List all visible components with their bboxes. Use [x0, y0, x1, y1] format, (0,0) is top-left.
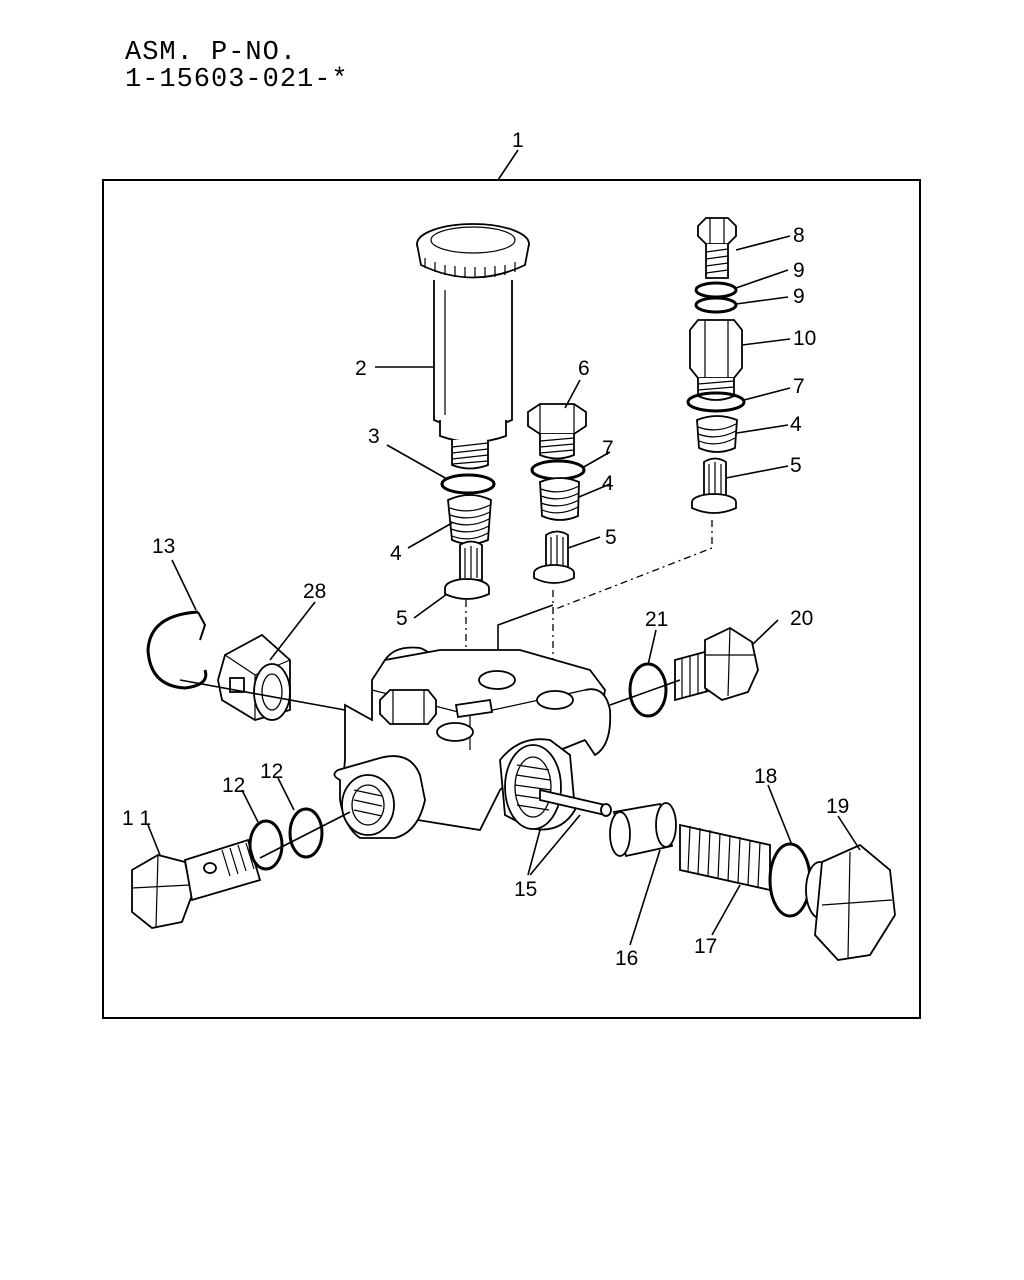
leader-7a	[581, 451, 611, 469]
callout-4-right: 4	[790, 413, 802, 436]
callout-15: 15	[514, 878, 537, 901]
leader-8	[735, 235, 791, 251]
leader-6	[564, 379, 581, 409]
part-6-plug	[527, 403, 587, 460]
callout-9-lower: 9	[793, 285, 805, 308]
part-2-priming-pump	[416, 223, 530, 470]
leader-21	[647, 629, 657, 666]
leader-13	[171, 559, 197, 611]
part-28-sleeve	[217, 633, 291, 721]
callout-10: 10	[793, 327, 816, 350]
leader-7b	[743, 387, 791, 401]
part-12-washer-left	[248, 819, 284, 871]
part-5-valve-right	[691, 457, 737, 514]
leader-12a	[241, 789, 259, 823]
leader-4c	[736, 424, 789, 434]
leader-5a	[413, 593, 448, 619]
leader-20	[751, 619, 779, 646]
pump-body	[333, 646, 612, 839]
part-8-bolt	[697, 217, 737, 279]
callout-9-upper: 9	[793, 259, 805, 282]
part-15-pin	[539, 788, 612, 817]
part-9-washer-lower	[694, 296, 738, 314]
part-11-banjo-bolt	[131, 838, 262, 929]
part-17-spring	[679, 823, 771, 892]
leader-1	[497, 149, 519, 181]
centerline-right	[552, 520, 713, 611]
leader-4b	[578, 483, 611, 498]
leader-17	[711, 884, 741, 936]
leader-5b	[567, 536, 601, 549]
callout-6: 6	[578, 357, 590, 380]
callout-12-right: 12	[260, 760, 283, 783]
leader-12b	[277, 777, 295, 811]
part-20-plug-bolt	[674, 626, 759, 702]
part-12-washer-right	[288, 807, 324, 859]
callout-19: 19	[826, 795, 849, 818]
part-10-housing	[689, 319, 743, 401]
leader-10	[741, 338, 791, 346]
assembly-part-number: 1-15603-021-*	[125, 65, 349, 95]
part-4-spring-right	[696, 415, 738, 453]
leader-9a	[735, 269, 789, 289]
leader-9b	[735, 296, 789, 305]
part-18-o-ring	[768, 842, 812, 918]
callout-8: 8	[793, 224, 805, 247]
part-7-washer-mid	[530, 459, 586, 481]
callout-18: 18	[754, 765, 777, 788]
assembly-frame	[102, 179, 921, 1019]
leader-18	[767, 784, 793, 846]
leader-3	[386, 444, 448, 480]
part-4-spring-mid	[539, 477, 580, 521]
part-19-plug	[805, 843, 896, 961]
callout-13: 13	[152, 535, 175, 558]
callout-11: 1 1	[122, 807, 151, 830]
callout-20: 20	[790, 607, 813, 630]
leader-28	[269, 601, 316, 661]
part-21-washer	[628, 662, 668, 718]
part-16-cup	[609, 802, 677, 858]
leader-5c	[725, 465, 789, 479]
callout-16: 16	[615, 947, 638, 970]
part-4-spring-left	[447, 494, 492, 545]
axis-right-upper	[609, 679, 681, 706]
callout-21: 21	[645, 608, 668, 631]
axis-left-upper	[179, 679, 346, 711]
callout-5-mid: 5	[605, 526, 617, 549]
leader-19	[837, 815, 861, 851]
callout-28: 28	[303, 580, 326, 603]
assembly-part-number-label: ASM. P-NO.	[125, 38, 298, 68]
axis-left-lower	[259, 811, 351, 859]
callout-1: 1	[512, 129, 524, 152]
part-13-circlip	[146, 610, 208, 690]
callout-7-right: 7	[793, 375, 805, 398]
leader-15	[527, 814, 581, 876]
part-5-valve-mid	[533, 530, 575, 584]
part-9-washer-upper	[694, 281, 738, 299]
part-7-washer-right	[686, 391, 746, 413]
part-5-valve-left	[444, 540, 490, 600]
callout-4-mid: 4	[602, 472, 614, 495]
callout-7-mid: 7	[602, 437, 614, 460]
callout-3: 3	[368, 425, 380, 448]
leader-4a	[407, 522, 453, 549]
callout-5-right: 5	[790, 454, 802, 477]
callout-2: 2	[355, 357, 367, 380]
leader-11	[147, 824, 161, 856]
part-3-o-ring	[440, 473, 496, 495]
callout-12-left: 12	[222, 774, 245, 797]
callout-17: 17	[694, 935, 717, 958]
callout-4-left: 4	[390, 542, 402, 565]
callout-5-left: 5	[396, 607, 408, 630]
leader-16	[629, 849, 661, 946]
